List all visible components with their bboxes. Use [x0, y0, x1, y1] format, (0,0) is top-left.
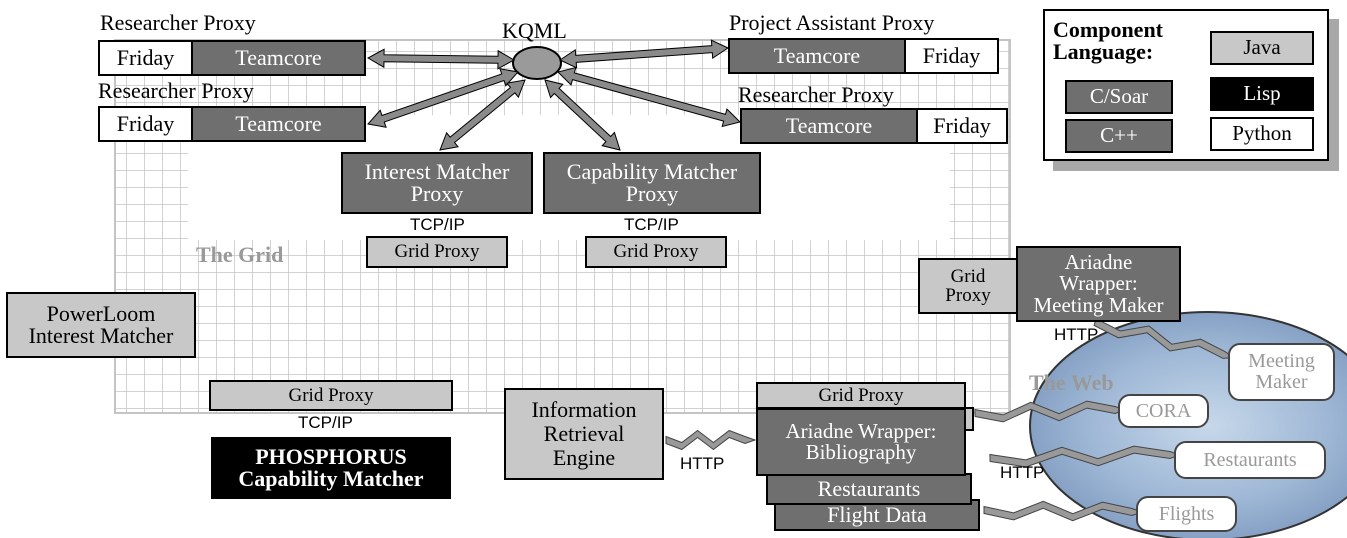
ariadne-wrapper-bibliography: Ariadne Wrapper: Bibliography — [756, 408, 966, 476]
http-label-3: HTTP — [1000, 463, 1045, 482]
researcher-proxy-3-friday: Friday — [916, 108, 1008, 144]
tcp-ip-label-3: TCP/IP — [298, 413, 353, 432]
web-restaurants: Restaurants — [1174, 441, 1326, 479]
legend-java: Java — [1210, 31, 1314, 65]
project-assistant-teamcore: Teamcore — [728, 38, 906, 74]
http-bolt-ir-to-wrapper — [665, 429, 757, 451]
grid-proxy-phosphorus: Grid Proxy — [209, 380, 453, 411]
kqml-arrow-researcher-2 — [367, 68, 519, 128]
researcher-proxy-2-teamcore: Teamcore — [191, 106, 366, 142]
researcher-proxy-1-teamcore: Teamcore — [191, 40, 366, 76]
kqml-arrow-capability-matcher — [544, 79, 621, 151]
legend-lisp: Lisp — [1210, 77, 1314, 111]
project-assistant-friday: Friday — [904, 38, 999, 74]
component-language-legend: Component Language: Java C/Soar Lisp C++… — [1043, 9, 1329, 161]
legend-csoar: C/Soar — [1065, 80, 1173, 114]
legend-cpp: C++ — [1065, 119, 1173, 153]
kqml-label: KQML — [502, 18, 567, 43]
http-label-1: HTTP — [680, 454, 725, 473]
web-meeting-maker: Meeting Maker — [1228, 343, 1335, 401]
grid-proxy-interest: Grid Proxy — [366, 236, 508, 268]
powerloom-interest-matcher: PowerLoom Interest Matcher — [6, 292, 196, 358]
web-flights: Flights — [1136, 496, 1237, 532]
http-links — [665, 317, 1236, 522]
kqml-arrow-interest-matcher — [439, 79, 526, 151]
researcher-proxy-3-title: Researcher Proxy — [738, 82, 894, 107]
researcher-proxy-3-teamcore: Teamcore — [740, 108, 918, 144]
kqml-hub — [512, 46, 562, 80]
information-retrieval-engine: Information Retrieval Engine — [504, 388, 664, 480]
capability-matcher-proxy: Capability Matcher Proxy — [543, 152, 761, 214]
legend-python: Python — [1210, 117, 1314, 151]
tcp-ip-label-1: TCP/IP — [410, 215, 465, 234]
grid-proxy-capability: Grid Proxy — [585, 236, 727, 268]
tcp-ip-label-2: TCP/IP — [624, 215, 679, 234]
researcher-proxy-1-title: Researcher Proxy — [100, 10, 256, 35]
web-cora: CORA — [1118, 394, 1209, 428]
grid-proxy-meeting-maker: Grid Proxy — [918, 258, 1018, 314]
grid-proxy-ariadne-stack: Grid Proxy — [756, 382, 966, 409]
kqml-arrow-researcher-1 — [366, 48, 516, 70]
ariadne-wrapper-meeting-maker: Ariadne Wrapper: Meeting Maker — [1016, 246, 1181, 322]
restaurants-wrapper: Restaurants — [766, 473, 972, 505]
researcher-proxy-2-title: Researcher Proxy — [98, 78, 254, 103]
legend-title: Component Language: — [1053, 17, 1164, 64]
interest-matcher-proxy: Interest Matcher Proxy — [341, 152, 533, 214]
phosphorus-capability-matcher: PHOSPHORUS Capability Matcher — [211, 437, 451, 499]
http-label-2: HTTP — [1054, 325, 1099, 344]
the-grid-label: The Grid — [196, 242, 284, 267]
project-assistant-proxy-title: Project Assistant Proxy — [729, 10, 935, 35]
researcher-proxy-2-friday: Friday — [98, 106, 193, 142]
the-web-label: The Web — [1029, 370, 1114, 395]
researcher-proxy-1-friday: Friday — [98, 40, 193, 76]
